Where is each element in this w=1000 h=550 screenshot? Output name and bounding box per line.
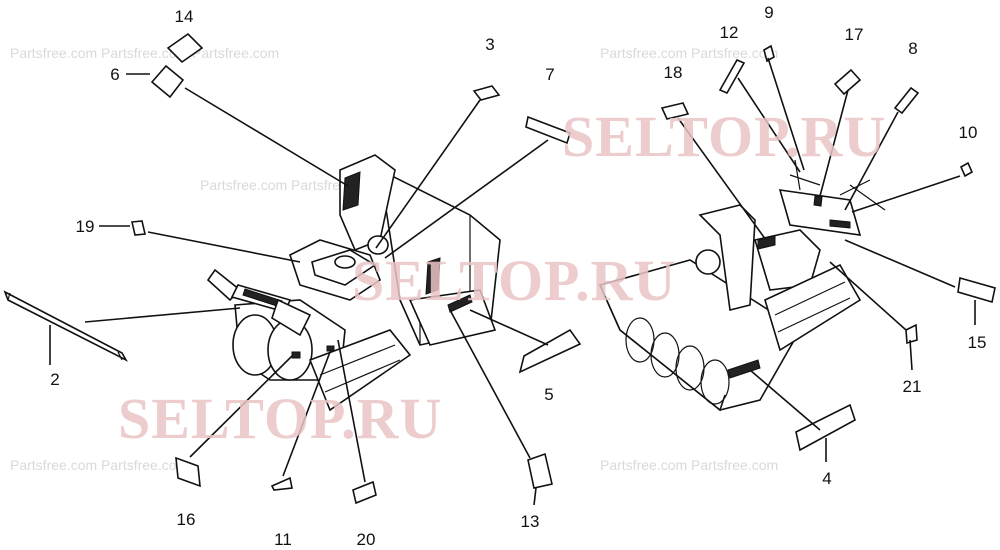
part-15-decal	[957, 276, 996, 304]
part-20-decal	[352, 480, 377, 505]
part-16-decal	[175, 456, 201, 488]
part-17-decal	[833, 68, 862, 96]
right-snowblower	[598, 159, 886, 412]
callout-15: 15	[968, 333, 987, 352]
callout-19: 19	[76, 217, 95, 236]
callout-10: 10	[959, 123, 978, 142]
part-7-decal	[525, 115, 571, 145]
part-4-decal	[795, 403, 856, 452]
part-number-labels: 14 6 3 7 19 2 5 16 11 20 13 12 9 17 8 18…	[50, 3, 986, 549]
part-2-decal	[3, 290, 129, 362]
callout-16: 16	[177, 510, 196, 529]
part-13-decal	[527, 452, 553, 489]
callout-14: 14	[175, 7, 194, 26]
watermark-text-bottom: SELTOP.RU	[118, 386, 442, 451]
leader-lines	[49, 57, 976, 506]
callout-4: 4	[822, 469, 831, 488]
callout-7: 7	[545, 65, 554, 84]
part-21-decal	[905, 323, 918, 345]
left-snowblower	[206, 154, 501, 412]
part-5-decal	[518, 328, 582, 374]
callout-20: 20	[357, 530, 376, 549]
part-10-decal	[959, 161, 974, 178]
svg-text:Partsfree.com Partsfree.com: Partsfree.com Partsfree.com	[200, 177, 378, 193]
svg-text:Partsfree.com Partsfree.com: Partsfree.com Partsfree.com Partsfree.co…	[10, 45, 279, 61]
callout-12: 12	[720, 23, 739, 42]
svg-text:Partsfree.com Partsfree.com: Partsfree.com Partsfree.com	[10, 457, 188, 473]
callout-8: 8	[908, 39, 917, 58]
part-9-decal	[763, 44, 775, 63]
part-14-decal	[166, 32, 204, 64]
loose-parts	[3, 32, 996, 505]
background-watermark: Partsfree.com Partsfree.com Partsfree.co…	[10, 45, 778, 473]
callout-6: 6	[110, 65, 119, 84]
part-18-decal	[660, 102, 690, 120]
callout-17: 17	[845, 25, 864, 44]
callout-13: 13	[521, 512, 540, 531]
callout-9: 9	[764, 3, 773, 22]
svg-text:Partsfree.com Partsfree.com: Partsfree.com Partsfree.com	[600, 45, 778, 61]
callout-3: 3	[485, 35, 494, 54]
watermark-text-top: SELTOP.RU	[562, 104, 886, 169]
watermark-overlay: SELTOP.RU SELTOP.RU SELTOP.RU	[118, 104, 886, 451]
part-11-decal	[270, 476, 293, 491]
callout-11: 11	[274, 530, 292, 549]
callout-18: 18	[664, 63, 683, 82]
callout-2: 2	[50, 370, 59, 389]
callout-21: 21	[903, 377, 922, 396]
callout-5: 5	[544, 385, 553, 404]
part-6-decal	[150, 64, 185, 99]
part-3-decal	[472, 85, 501, 101]
watermark-text-middle: SELTOP.RU	[352, 248, 676, 313]
part-8-decal	[893, 86, 920, 115]
part-19-decal	[131, 220, 146, 236]
part-12-decal	[718, 58, 746, 95]
svg-text:Partsfree.com Partsfree.com: Partsfree.com Partsfree.com	[600, 457, 778, 473]
